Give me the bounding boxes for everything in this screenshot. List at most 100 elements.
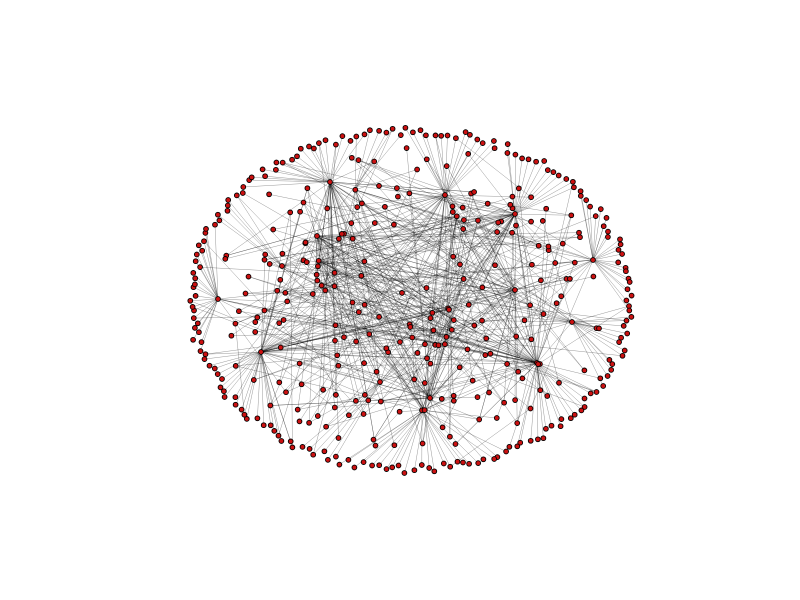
graph-edge — [341, 233, 401, 343]
graph-edge — [326, 181, 331, 209]
graph-edge — [260, 341, 357, 353]
graph-edge — [318, 260, 427, 289]
graph-node — [298, 381, 305, 388]
graph-edge — [277, 290, 585, 408]
graph-node — [480, 456, 487, 463]
graph-edge — [317, 280, 468, 350]
graph-node — [491, 456, 498, 462]
graph-edge — [459, 264, 538, 364]
graph-node — [449, 203, 456, 210]
graph-edge — [327, 194, 446, 209]
graph-node — [349, 235, 356, 242]
graph-node — [323, 423, 329, 430]
graph-edge — [451, 259, 594, 331]
graph-node — [389, 125, 396, 132]
graph-hub-node — [279, 263, 285, 269]
graph-edge — [447, 308, 455, 401]
graph-node — [245, 273, 252, 280]
graph-edge — [236, 195, 389, 353]
graph-edge — [448, 213, 516, 310]
graph-edge — [329, 181, 358, 208]
graph-edge — [355, 169, 418, 191]
graph-edge — [245, 259, 594, 294]
graph-node — [457, 261, 463, 268]
graph-edge — [536, 215, 572, 364]
graph-edge — [355, 189, 381, 383]
graph-edge — [514, 169, 548, 215]
graph-edge — [226, 181, 331, 256]
graph-edge — [364, 261, 425, 411]
graph-edge — [318, 260, 431, 319]
graph-edge — [334, 272, 433, 314]
graph-node — [581, 395, 588, 402]
graph-edge — [255, 235, 318, 333]
graph-edge — [221, 351, 262, 380]
graph-edge — [228, 199, 283, 267]
graph-node — [429, 309, 436, 316]
graph-node — [403, 145, 410, 151]
graph-edge — [352, 238, 452, 330]
graph-edge — [281, 265, 447, 338]
graph-node — [615, 259, 622, 266]
graph-node — [201, 356, 208, 362]
graph-edge — [514, 171, 554, 215]
graph-edge — [444, 206, 453, 345]
graph-node — [224, 202, 231, 209]
graph-edge — [318, 143, 345, 338]
graph-edge — [514, 159, 529, 215]
graph-edge — [270, 128, 393, 406]
graph-edge — [399, 204, 511, 343]
graph-edge — [592, 239, 621, 261]
graph-node — [406, 190, 413, 197]
graph-edge — [316, 235, 339, 240]
graph-edge — [270, 397, 431, 406]
graph-edge — [511, 232, 516, 291]
graph-edge — [299, 363, 431, 399]
graph-edge — [369, 333, 425, 411]
graph-edge — [329, 181, 335, 287]
graph-node — [491, 138, 497, 144]
graph-edge — [305, 243, 413, 338]
graph-edge — [424, 220, 479, 411]
graph-edge — [329, 181, 363, 204]
graph-edge — [316, 235, 454, 321]
graph-edge — [260, 351, 275, 431]
graph-node — [359, 200, 365, 207]
graph-node — [447, 433, 453, 440]
graph-node — [465, 301, 472, 308]
graph-edge — [318, 260, 335, 273]
graph-edge — [316, 235, 370, 335]
graph-edge — [260, 254, 266, 353]
graph-edge — [386, 348, 431, 399]
graph-node — [486, 389, 492, 396]
graph-edge — [260, 351, 335, 408]
graph-node — [578, 407, 585, 414]
graph-edge — [273, 194, 446, 230]
graph-edge — [316, 235, 473, 381]
graph-edge — [379, 316, 538, 364]
graph-node — [492, 262, 498, 269]
graph-edge — [334, 286, 413, 338]
graph-edge — [318, 260, 377, 372]
graph-node — [341, 334, 347, 341]
graph-edge — [280, 347, 538, 364]
graph-edge — [341, 213, 516, 235]
graph-node — [527, 437, 534, 444]
graph-edge — [536, 362, 575, 415]
graph-edge — [536, 362, 591, 394]
graph-node — [544, 393, 551, 399]
graph-edge — [514, 178, 567, 215]
graph-node — [377, 398, 384, 405]
graph-node — [192, 258, 199, 265]
graph-edge — [378, 185, 516, 215]
graph-node — [309, 291, 316, 297]
graph-node — [339, 133, 346, 139]
graph-edge — [358, 159, 446, 196]
graph-hub-node — [569, 319, 575, 325]
graph-edge — [339, 410, 423, 465]
graph-edge — [195, 295, 219, 300]
graph-node — [432, 132, 439, 139]
graph-edge — [260, 188, 308, 353]
graph-node — [438, 132, 445, 139]
